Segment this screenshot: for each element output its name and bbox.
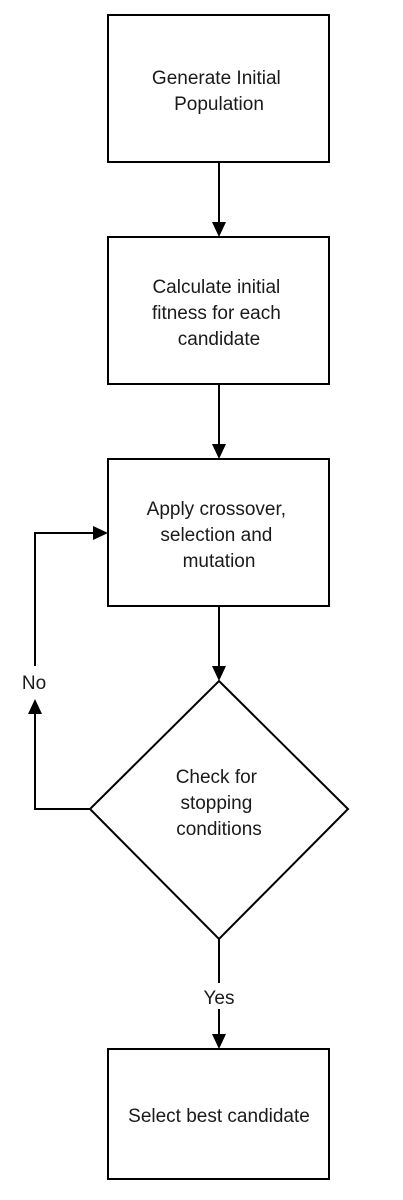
node-generate-line-2: Population: [174, 94, 264, 115]
edge-labels: No Yes: [14, 668, 243, 1009]
arrowhead-no-up: [28, 699, 42, 714]
edge-no-return: [34, 532, 93, 666]
edge-label-yes-bg: [195, 983, 243, 1009]
node-check-line-2: stopping: [180, 793, 252, 814]
arrowhead-check: [212, 666, 226, 681]
node-fitness-line-3: candidate: [178, 329, 260, 350]
arrowhead-select: [212, 1034, 226, 1049]
node-check-diamond: [88, 679, 350, 941]
edge-label-yes: Yes: [204, 988, 235, 1009]
node-apply: Apply crossover, selection and mutation: [107, 458, 330, 607]
node-apply-line-1: Apply crossover,: [147, 499, 286, 520]
node-check-line-1: Check for: [176, 767, 258, 788]
node-generate-line-1: Generate Initial: [152, 68, 281, 89]
node-select-label: Select best candidate: [128, 1106, 310, 1127]
node-apply-line-2: selection and: [160, 525, 272, 546]
arrowhead-apply: [212, 444, 226, 459]
node-fitness-line-1: Calculate initial: [152, 277, 280, 298]
edge-check-to-apply-no: [34, 714, 90, 810]
node-fitness-box: [107, 236, 330, 385]
node-check: Check for stopping conditions: [88, 679, 350, 941]
node-select: Select best candidate: [107, 1048, 330, 1180]
arrowhead-fitness: [212, 222, 226, 237]
node-apply-line-3: mutation: [183, 551, 256, 572]
node-generate-label: Generate Initial Population: [152, 68, 286, 115]
node-fitness: Calculate initial fitness for each candi…: [107, 236, 330, 385]
node-fitness-label: Calculate initial fitness for each candi…: [152, 277, 286, 350]
node-generate: Generate Initial Population: [107, 14, 330, 163]
node-check-label: Check for stopping conditions: [176, 767, 263, 840]
node-generate-box: [107, 14, 330, 163]
node-fitness-line-2: fitness for each: [152, 303, 281, 324]
connectors: [28, 162, 226, 1049]
node-select-box: [107, 1048, 330, 1180]
edge-label-no-bg: [14, 668, 56, 694]
node-select-line-1: Select best candidate: [128, 1106, 310, 1127]
node-apply-box: [107, 458, 330, 607]
arrowhead-apply-side: [93, 526, 108, 540]
node-check-line-3: conditions: [176, 819, 262, 840]
edge-label-no: No: [22, 673, 46, 694]
node-apply-label: Apply crossover, selection and mutation: [147, 499, 292, 572]
